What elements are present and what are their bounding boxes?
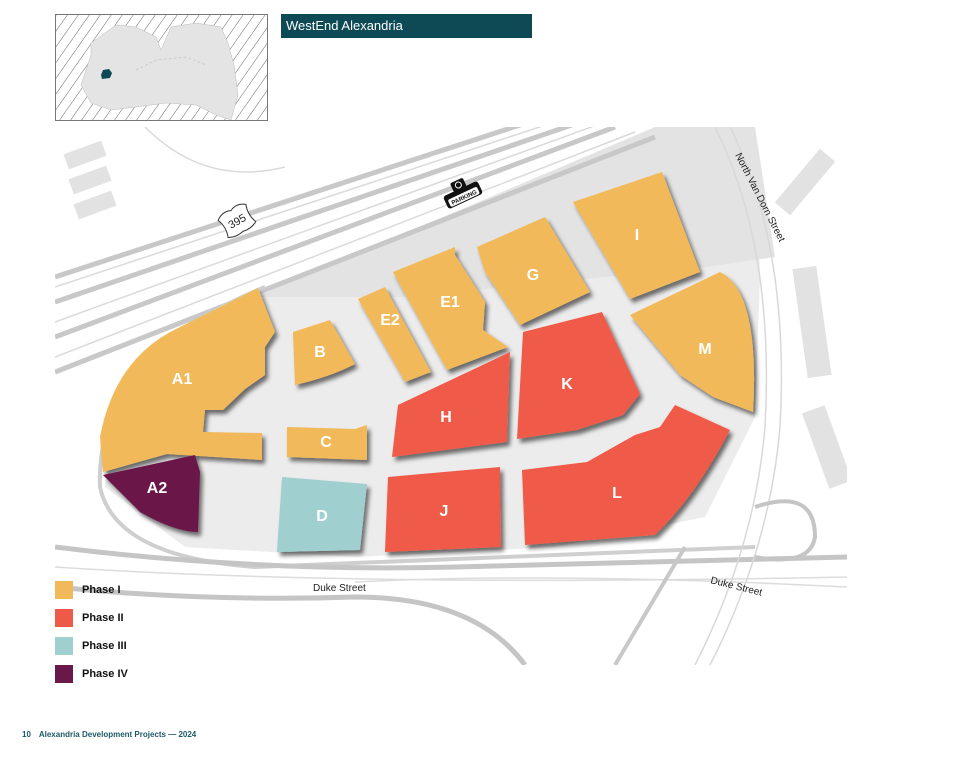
parcel-I[interactable]: [573, 172, 700, 299]
interstate-395-shield-icon: 395: [217, 203, 257, 239]
site-plan-map: A1 A2 B C D E1 E2 G H I J K L M 395 PARK…: [55, 127, 847, 665]
parcel-label-A2: A2: [147, 480, 168, 497]
duke-street-road: [55, 544, 847, 665]
city-region: [80, 22, 239, 120]
page-number: 10: [22, 730, 31, 739]
parcel-L[interactable]: [522, 405, 730, 545]
parcel-label-H: H: [440, 409, 452, 426]
parcel-H[interactable]: [392, 352, 510, 457]
parcel-label-L: L: [612, 485, 622, 502]
parcel-label-C: C: [320, 434, 332, 451]
parcel-E2[interactable]: [358, 287, 431, 382]
legend-item-phase-1: Phase I: [55, 576, 128, 604]
parcel-label-M: M: [698, 341, 711, 358]
legend-item-phase-3: Phase III: [55, 632, 128, 660]
highway-395-lanes: [55, 127, 656, 375]
locator-minimap: [55, 14, 268, 121]
parcel-label-B: B: [314, 344, 326, 361]
parcel-label-I: I: [635, 227, 639, 244]
phase-3-swatch: [55, 637, 73, 655]
parcel-label-D: D: [316, 508, 328, 525]
phase-legend: Phase I Phase II Phase III Phase IV: [55, 576, 128, 688]
legend-item-phase-4: Phase IV: [55, 660, 128, 688]
page-footer: 10 Alexandria Development Projects — 202…: [22, 730, 196, 739]
parcel-J[interactable]: [385, 467, 501, 552]
parcel-A1[interactable]: [100, 288, 275, 472]
locator-map-graphic: [56, 15, 267, 120]
phase-1-swatch: [55, 581, 73, 599]
phase-2-swatch: [55, 609, 73, 627]
page-title: WestEnd Alexandria: [281, 14, 532, 38]
parcel-label-A1: A1: [172, 371, 193, 388]
parcel-label-J: J: [440, 503, 449, 520]
parcel-E1[interactable]: [393, 247, 508, 370]
parcel-label-K: K: [561, 376, 573, 393]
parcel-label-G: G: [527, 267, 539, 284]
parcel-A2[interactable]: [103, 455, 200, 532]
phase-4-swatch: [55, 665, 73, 683]
north-van-dorn-road: [694, 127, 783, 665]
parcel-D[interactable]: [277, 477, 367, 552]
legend-item-phase-2: Phase II: [55, 604, 128, 632]
street-label-duke-left: Duke Street: [313, 583, 366, 594]
footer-text: Alexandria Development Projects — 2024: [38, 730, 197, 739]
parcel-label-E1: E1: [440, 294, 460, 311]
parcel-M[interactable]: [630, 272, 755, 412]
parcel-G[interactable]: [477, 217, 590, 325]
westend-location-marker: [101, 69, 112, 79]
parcel-K[interactable]: [517, 312, 640, 439]
parcel-B[interactable]: [293, 320, 355, 385]
parcel-label-E2: E2: [380, 312, 400, 329]
parcel-C[interactable]: [287, 425, 367, 460]
